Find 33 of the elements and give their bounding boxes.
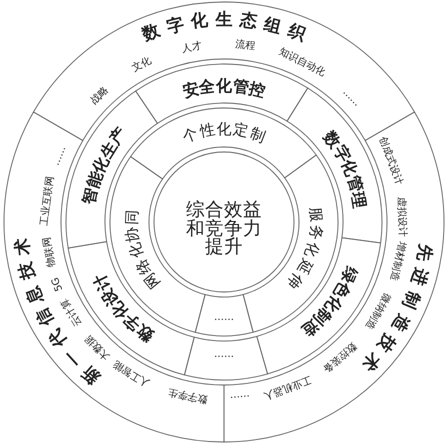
sector-item: 云计算 [60,296,84,328]
sector-item: …… [230,392,250,404]
ring-segment [194,293,255,337]
sector-item: …… [52,144,68,167]
sector-item: 人才 [182,41,204,55]
segment-label: …… [214,313,234,323]
sector-item: 物联网 [42,236,57,268]
sector-item: 战略 [89,85,111,106]
sector-item: 数控装备 [320,340,358,374]
sector-item: 微纳制造 [362,290,392,330]
sector-item: 虚拟设计 [395,196,406,238]
sector-item: 大数据 [84,332,112,361]
sector-item: 流程 [234,40,256,52]
center-text: 综合效益和竞争力提升 [185,201,263,257]
segment-label: 服务化延伸 [284,206,324,292]
sector-item: 5G [50,275,66,292]
sector-item: …… [340,88,362,110]
segment-label: 智能化生产 [81,125,130,206]
sector-item: 数字孪生 [166,386,208,404]
segment-label: …… [214,350,234,360]
sector-item: 人工智能 [112,358,152,388]
segment-label: 安全化管控 [181,78,267,100]
sector-item: 知识自动化 [278,48,328,79]
segment-label: 数字化管理 [321,128,368,210]
segment-label: 网络化协同 [124,210,164,291]
sector-item: 文化 [130,56,153,74]
ring-segment [183,335,269,381]
sector-item: 增材制造 [387,240,406,282]
sector-item: 工业机器人 [262,374,313,401]
sector-item: 工业互联网 [40,176,56,226]
ring-segment [129,107,318,180]
segment-label: 个性化定制 [180,122,267,145]
sector-item: 创成式设计 [377,136,404,187]
